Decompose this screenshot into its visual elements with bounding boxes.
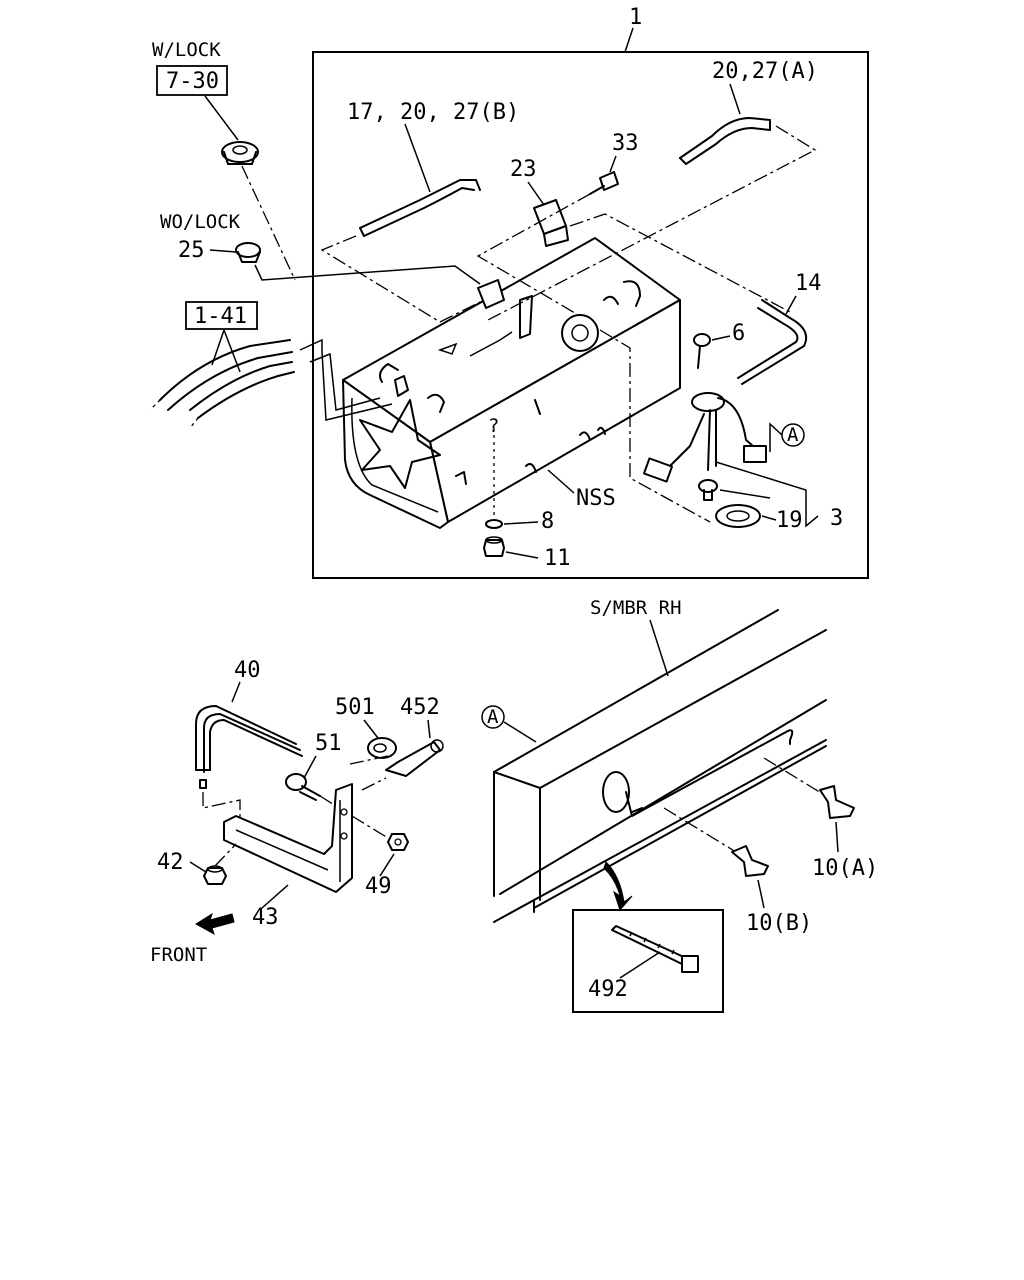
side-member-rh: [493, 609, 827, 923]
screw-6: [693, 333, 711, 369]
breather-hose-a: [679, 117, 771, 165]
label-circle-a-bottom: A: [487, 706, 499, 728]
label-part-10-b: 10(B): [746, 911, 812, 936]
label-part-452: 452: [400, 695, 440, 720]
callout-a-bottom: [481, 705, 505, 729]
bolt-51: [285, 773, 321, 801]
label-nss: NSS: [576, 486, 616, 511]
clip-10-a: [819, 785, 855, 819]
label-part-492: 492: [588, 977, 628, 1002]
label-ref-1-41: 1-41: [194, 304, 247, 329]
label-part-23: 23: [510, 157, 537, 182]
label-part-3: 3: [830, 506, 843, 531]
clip-connector: [533, 199, 569, 247]
label-part-43: 43: [252, 905, 279, 930]
label-part-17-20-27-b: 17, 20, 27(B): [347, 100, 519, 125]
nut-42: [203, 865, 227, 885]
label-assembly-1: 1: [629, 5, 642, 30]
inset-box: [572, 909, 724, 1013]
label-part-19: 19: [776, 508, 803, 533]
label-part-33: 33: [612, 131, 639, 156]
fuel-gauge-unit: [642, 392, 767, 501]
washer-8: [485, 519, 503, 529]
breather-hose-b: [359, 179, 481, 237]
tank-bracket-43: [223, 783, 353, 893]
label-w-lock: W/LOCK: [152, 39, 221, 61]
cable-tie: [611, 925, 699, 973]
label-front: FRONT: [150, 944, 207, 966]
ref-box-1-41: [185, 301, 258, 330]
bushing-501: [367, 737, 397, 759]
label-part-42: 42: [157, 850, 184, 875]
fuel-cap: [235, 242, 261, 263]
label-part-10-a: 10(A): [812, 856, 878, 881]
label-part-49: 49: [365, 874, 392, 899]
tank-band-40: [195, 705, 303, 789]
nut-49: [387, 833, 409, 851]
fuel-hoses: [149, 339, 295, 429]
tank-end-emboss: [359, 399, 441, 489]
label-part-11: 11: [544, 546, 571, 571]
label-ref-7-30: 7-30: [166, 69, 219, 94]
screw-33: [589, 171, 619, 195]
gauge-opening: [561, 314, 599, 352]
label-part-6: 6: [732, 321, 745, 346]
harness-route: [625, 729, 794, 817]
packing-ring: [715, 504, 761, 528]
pin-452: [385, 739, 444, 777]
filler-neck: [477, 279, 505, 309]
side-member-hole: [602, 771, 630, 813]
label-part-25: 25: [178, 238, 205, 263]
locking-fuel-cap: [221, 141, 259, 165]
ref-box-7-30: [156, 65, 228, 96]
label-part-40: 40: [234, 658, 261, 683]
label-wo-lock: WO/LOCK: [160, 211, 241, 233]
label-question-mark: ?: [488, 415, 499, 437]
label-part-51: 51: [315, 731, 342, 756]
label-circle-a-top: A: [787, 424, 799, 446]
label-s-mbr-rh: S/MBR RH: [590, 597, 682, 619]
front-arrow-icon: [195, 912, 235, 936]
label-part-20-27-a: 20,27(A): [712, 59, 818, 84]
label-part-501: 501: [335, 695, 375, 720]
nut-11: [483, 536, 505, 557]
clip-10-b: [731, 845, 769, 877]
label-part-8: 8: [541, 509, 554, 534]
fuel-tank: [342, 237, 681, 529]
hose-14: [737, 299, 808, 385]
assembly-frame: [312, 51, 869, 579]
label-part-14: 14: [795, 271, 822, 296]
